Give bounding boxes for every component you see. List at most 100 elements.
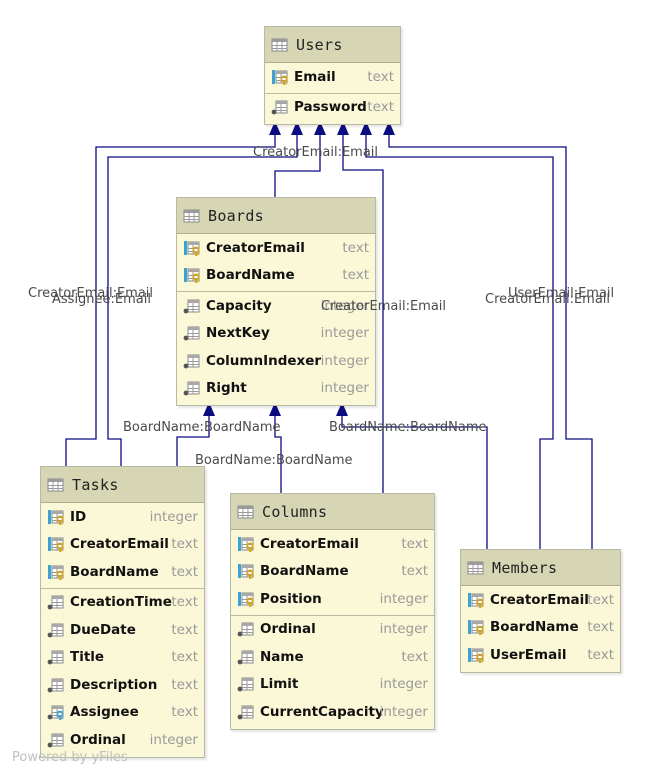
column-icon: [237, 621, 255, 637]
edge-label-columns-board-to-boards: BoardName:BoardName: [195, 453, 353, 468]
column-name: Right: [206, 380, 247, 397]
table-header[interactable]: Columns: [231, 494, 434, 530]
arrowhead-users-2: [291, 121, 303, 135]
column-type: integer: [379, 676, 428, 693]
primary-foreign-key-icon: [237, 563, 255, 580]
primary-foreign-key-icon: [467, 647, 485, 663]
wire-members-creator: [365, 122, 554, 549]
foreign-key-icon: [47, 704, 65, 721]
edge-label-tasks-assignee-to-users: Assignee:Email: [52, 292, 151, 307]
edge-label-members-user-to-users: UserEmail:Email: [508, 286, 615, 301]
column-type: text: [587, 619, 614, 636]
table-icon: [183, 208, 201, 224]
column-icon: [47, 677, 65, 693]
column-icon: [47, 622, 65, 638]
wire-tasks-creator: [107, 122, 298, 466]
edge-label-columns-creator-to-users: CreatorEmail:Email: [321, 299, 447, 314]
column-name: CurrentCapacity: [260, 703, 384, 720]
column-name: Ordinal: [70, 731, 126, 748]
column-icon: [47, 732, 65, 748]
column-icon: [183, 380, 201, 396]
table-name: Boards: [208, 206, 264, 225]
edge-label-members-creator-to-users: CreatorEmail:Email: [485, 292, 611, 307]
table-header[interactable]: Boards: [177, 198, 375, 234]
table-name: Users: [296, 35, 343, 54]
column-name: Assignee: [70, 704, 139, 721]
table-header[interactable]: Users: [265, 27, 400, 63]
column-name: BoardName: [260, 563, 349, 580]
column-name: DueDate: [70, 621, 136, 638]
edge-label-tasks-creator-to-users: CreatorEmail:Email: [28, 286, 154, 301]
column-type: integer: [320, 352, 369, 369]
table-header[interactable]: Members: [461, 550, 620, 586]
column-type: text: [171, 649, 198, 666]
column-name: Ordinal: [260, 621, 316, 638]
column-icon: [183, 325, 201, 341]
primary-key-icon: [237, 591, 255, 607]
column-row[interactable]: BoardName text: [461, 614, 620, 642]
column-type: text: [171, 563, 198, 580]
column-type: text: [401, 535, 428, 552]
column-name: Limit: [260, 676, 299, 693]
table-header[interactable]: Tasks: [41, 467, 204, 503]
column-name: BoardName: [490, 619, 579, 636]
column-name: Description: [70, 676, 158, 693]
column-row[interactable]: Position integer: [231, 585, 434, 613]
column-type: integer: [149, 731, 198, 748]
column-row[interactable]: Ordinal integer: [41, 726, 204, 754]
wire-boards-creator: [274, 122, 321, 197]
column-icon: [237, 649, 255, 665]
primary-foreign-key-icon: [47, 564, 65, 580]
column-name: CreatorEmail: [260, 535, 359, 552]
table-icon: [47, 477, 65, 493]
column-name: ColumnIndexer: [206, 352, 322, 369]
table-name: Columns: [262, 502, 328, 521]
column-type: integer: [379, 703, 428, 720]
column-type: integer: [379, 590, 428, 607]
column-type: integer: [149, 508, 198, 525]
column-name: Capacity: [206, 297, 272, 314]
column-row[interactable]: Limit integer: [231, 671, 434, 699]
edge-label-tasks-board-to-boards: BoardName:BoardName: [123, 420, 281, 435]
watermark: Powered by yFiles: [12, 750, 128, 765]
arrowhead-users-3: [314, 121, 326, 135]
arrowhead-users-6: [383, 121, 395, 135]
column-type: text: [342, 239, 369, 256]
column-row[interactable]: CreatorEmail text: [231, 530, 434, 558]
column-name: Password: [294, 99, 367, 116]
column-icon: [237, 676, 255, 692]
column-icon: [271, 99, 289, 115]
column-type: text: [171, 536, 198, 553]
wire-tasks-board: [176, 403, 210, 466]
column-name: Position: [260, 590, 322, 607]
column-name: NextKey: [206, 325, 270, 342]
